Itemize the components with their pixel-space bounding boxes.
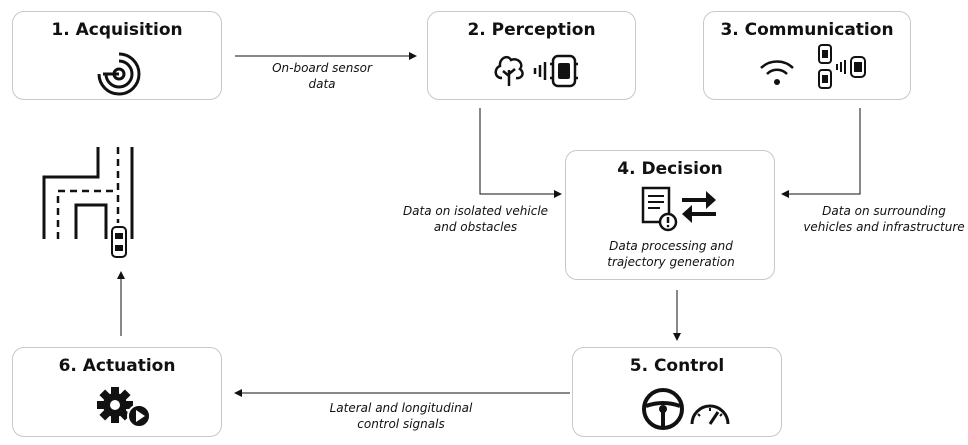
- step-actuation: 6. Actuation: [12, 347, 222, 437]
- step-title: 4. Decision: [617, 159, 723, 179]
- step-title: 3. Communication: [720, 20, 894, 40]
- v2v-cars-icon: [818, 44, 866, 89]
- gear-play-icon: [97, 387, 151, 428]
- sensor-signal-icon: [97, 52, 141, 96]
- step-decision: 4. Decision Data processing and trajecto…: [565, 150, 775, 280]
- step-title: 1. Acquisition: [51, 20, 183, 40]
- caption-perception-to-decision: Data on isolated vehicle and obstacles: [402, 204, 549, 234]
- car-sensing-icon: [533, 54, 578, 88]
- caption-acq-to-perception: On-board sensor data: [272, 61, 372, 91]
- step-control: 5. Control: [572, 347, 782, 437]
- step-communication: 3. Communication: [703, 11, 911, 100]
- wifi-icon: [760, 60, 794, 85]
- decision-caption: Data processing and trajectory generatio…: [607, 239, 735, 269]
- arrow-communication-to-decision: [781, 108, 861, 198]
- arrow-perception-to-decision: [479, 108, 562, 198]
- step-acquisition: 1. Acquisition: [12, 11, 222, 100]
- step-title: 2. Perception: [467, 20, 596, 40]
- step-title: 5. Control: [629, 356, 725, 376]
- caption-control-to-actuation: Lateral and longitudinal control signals: [329, 401, 473, 431]
- swap-arrows-icon: [682, 191, 716, 223]
- caption-communication-to-decision: Data on surrounding vehicles and infrast…: [803, 204, 965, 234]
- speedometer-icon: [690, 404, 730, 425]
- document-alert-icon: [641, 186, 678, 232]
- road-map-car-icon: [42, 147, 134, 258]
- tree-icon: [494, 55, 524, 86]
- step-title: 6. Actuation: [58, 356, 176, 376]
- step-perception: 2. Perception: [427, 11, 636, 100]
- steering-wheel-icon: [642, 388, 684, 430]
